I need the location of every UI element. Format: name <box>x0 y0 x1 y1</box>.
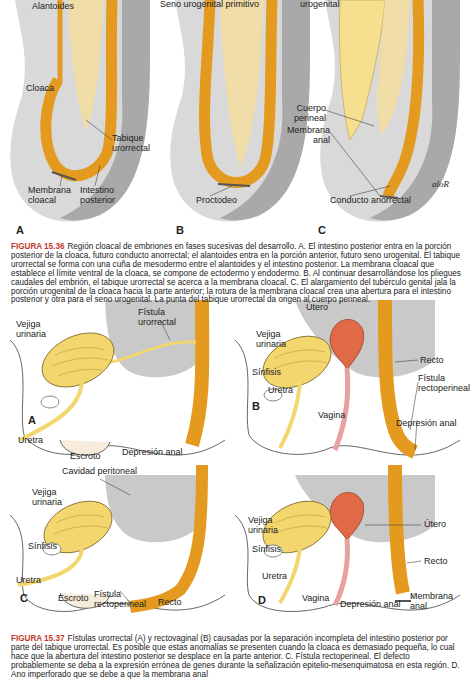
figure-caption: FIGURA 15.37Fístulas urorrectal (A) y re… <box>11 635 461 680</box>
anatomy-label: Sínfisis <box>252 368 296 378</box>
anatomy-label: Membrana anal <box>276 126 330 145</box>
panel-letter: B <box>252 400 267 412</box>
cloacal-membrane <box>218 184 250 186</box>
anatomy-label: Membrana anal <box>410 592 470 611</box>
peritoneal-cavity <box>105 475 200 542</box>
figure-number: FIGURA 15.36 <box>11 242 64 251</box>
urethra <box>20 382 82 440</box>
embryo-tail <box>10 0 150 222</box>
rectum <box>395 465 403 593</box>
anatomy-label: Recto <box>420 356 460 366</box>
urorectal-septum <box>220 0 264 168</box>
panel-letter: A <box>16 224 31 236</box>
anatomy-label: Vejiga urinaria <box>256 330 304 349</box>
cloaca-tube <box>46 0 112 176</box>
fistula-panel-c <box>10 465 225 611</box>
anatomy-label: Tabique urorrectal <box>112 134 162 153</box>
anorectal-canal <box>388 0 419 196</box>
anatomy-label: Vagina <box>302 594 342 604</box>
rectum-fistula <box>130 465 202 607</box>
caption-text: Región cloacal de embriones en fases suc… <box>11 242 461 304</box>
anatomy-label: Depresión anal <box>122 448 202 458</box>
bladder-folds <box>273 515 327 534</box>
uterus <box>330 492 364 541</box>
bladder <box>33 322 122 398</box>
anatomy-label: Alantoides <box>32 2 92 12</box>
anatomy-label: Escroto <box>70 452 114 462</box>
urorectal-fistula <box>110 342 196 362</box>
anatomy-label: Cloaca <box>26 84 66 94</box>
leader-lines <box>395 360 418 450</box>
anatomy-label: Fístula urorrectal <box>138 308 186 327</box>
peritoneal-cavity <box>105 300 200 377</box>
anatomy-label: Recto <box>158 598 198 608</box>
anatomy-label: Uretra <box>262 572 302 582</box>
anatomy-label: Vejiga urinaria <box>16 320 64 339</box>
anatomy-label: Intestino posterior <box>80 186 132 205</box>
anatomy-label: Recto <box>424 557 464 567</box>
panel-letter: A <box>28 414 43 426</box>
cloacal-membrane <box>52 172 76 180</box>
bladder-folds <box>52 348 108 376</box>
leader-lines <box>325 110 390 196</box>
panel-letter: D <box>258 594 273 606</box>
bladder <box>255 326 340 398</box>
symphysis <box>41 396 59 408</box>
anatomy-label: urogenital <box>300 0 360 10</box>
tail-fold <box>60 0 150 220</box>
panel-letter: C <box>318 224 333 236</box>
rectum <box>192 300 202 445</box>
panel-letter: C <box>20 592 35 604</box>
cloaca-panel-b <box>170 0 310 222</box>
perineal-body <box>377 0 410 135</box>
figure-caption: FIGURA 15.36Región cloacal de embriones … <box>11 243 461 305</box>
uterus <box>330 319 364 370</box>
bladder-folds <box>54 515 108 534</box>
cloaca-tube <box>205 0 272 183</box>
anatomy-label: Cuerpo perineal <box>276 104 326 123</box>
rectum <box>385 300 415 452</box>
urorectal-septum <box>68 0 104 130</box>
anatomy-label: Sínfisis <box>28 542 72 552</box>
leader-lines <box>44 90 112 186</box>
anatomy-label: Depresión anal <box>396 419 471 429</box>
anatomy-label: Seno urogenital primitivo <box>160 0 290 10</box>
leader-lines <box>365 525 421 599</box>
anatomy-label: Uretra <box>18 436 58 446</box>
fistula-panel-d <box>235 465 460 611</box>
leader-lines <box>100 479 132 605</box>
vagina <box>335 539 348 605</box>
anatomy-label: Depresión anal <box>340 600 412 610</box>
anatomy-label: Fístula rectoperineal <box>94 590 156 609</box>
artist-signature: aloR <box>432 180 462 190</box>
anatomy-label: Conducto anorrectal <box>330 196 430 206</box>
anatomy-label: Sínfisis <box>252 545 296 555</box>
anatomy-label: Útero <box>424 520 464 530</box>
anatomy-label: Fístula rectoperineal <box>418 374 471 393</box>
figure-number: FIGURA 15.37 <box>11 634 64 643</box>
anatomy-label: Proctodeo <box>196 196 256 206</box>
fistula-panel-a <box>10 300 225 455</box>
panel-letter: B <box>176 224 191 236</box>
bladder-folds <box>273 350 327 369</box>
cloaca-panel-a <box>10 0 150 222</box>
caption-text: Fístulas urorrectal (A) y rectovaginal (… <box>11 634 460 679</box>
anatomy-label: Uretra <box>16 576 56 586</box>
anatomy-label: Vagina <box>318 411 358 421</box>
anatomy-label: Membrana cloacal <box>28 186 80 205</box>
anatomy-label: Vejiga urinaria <box>32 488 80 507</box>
embryo-tail <box>170 0 310 222</box>
anatomy-label: Uretra <box>268 386 308 396</box>
anatomy-label: Vejiga urinaria <box>248 516 296 535</box>
leader-line <box>210 186 232 196</box>
vagina <box>335 368 348 450</box>
allantois <box>58 0 63 82</box>
anatomy-label: Cavidad peritoneal <box>62 467 152 477</box>
